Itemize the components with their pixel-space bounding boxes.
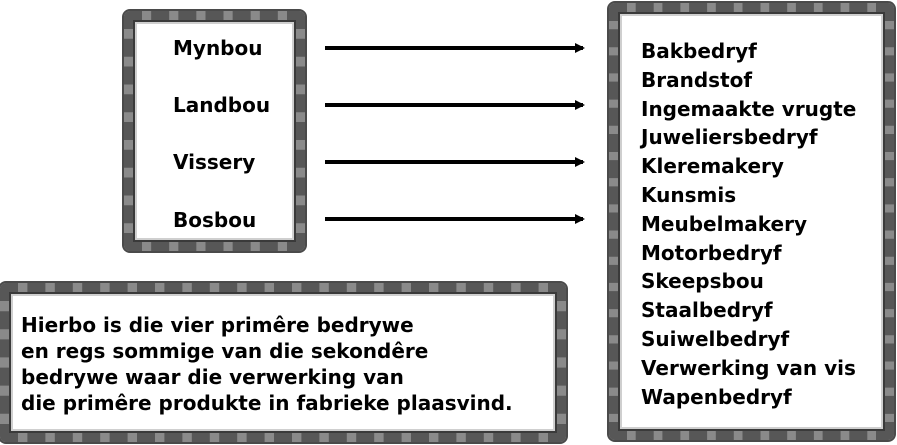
caption-line: die primêre produkte in fabrieke plaasvi…: [21, 391, 513, 415]
secondary-industry-item: Juweliersbedryf: [641, 125, 818, 150]
secondary-industry-item: Meubelmakery: [641, 211, 808, 236]
primary-industries-frame: [124, 11, 305, 251]
caption-text: Hierbo is die vier primêre bedrywe en re…: [21, 312, 561, 416]
caption-line: Hierbo is die vier primêre bedrywe: [21, 313, 414, 337]
secondary-industry-item: Wapenbedryf: [641, 384, 792, 409]
primary-industry-bosbou: Bosbou: [173, 208, 257, 232]
caption-frame: [0, 283, 566, 442]
secondary-industry-item: Brandstof: [641, 67, 753, 92]
caption-line: bedrywe waar die verwerking van: [21, 365, 404, 389]
secondary-industry-item: Suiwelbedryf: [641, 326, 790, 351]
secondary-industry-item: Skeepsbou: [641, 269, 764, 294]
secondary-industry-item: Staalbedryf: [641, 298, 773, 323]
secondary-industry-item: Verwerking van vis: [641, 355, 856, 380]
secondary-industries-list: Bakbedryf Brandstof Ingemaakte vrugte Ju…: [641, 37, 856, 411]
secondary-industry-item: Kleremakery: [641, 154, 784, 179]
secondary-industry-item: Motorbedryf: [641, 240, 782, 265]
primary-industry-mynbou: Mynbou: [173, 36, 263, 60]
primary-industry-vissery: Vissery: [173, 150, 256, 174]
primary-industry-landbou: Landbou: [173, 93, 271, 117]
caption-line: en regs sommige van die sekondêre: [21, 339, 429, 363]
secondary-industry-item: Kunsmis: [641, 182, 737, 207]
secondary-industry-item: Ingemaakte vrugte: [641, 96, 857, 121]
secondary-industry-item: Bakbedryf: [641, 39, 757, 63]
secondary-industries-frame: [609, 3, 894, 440]
